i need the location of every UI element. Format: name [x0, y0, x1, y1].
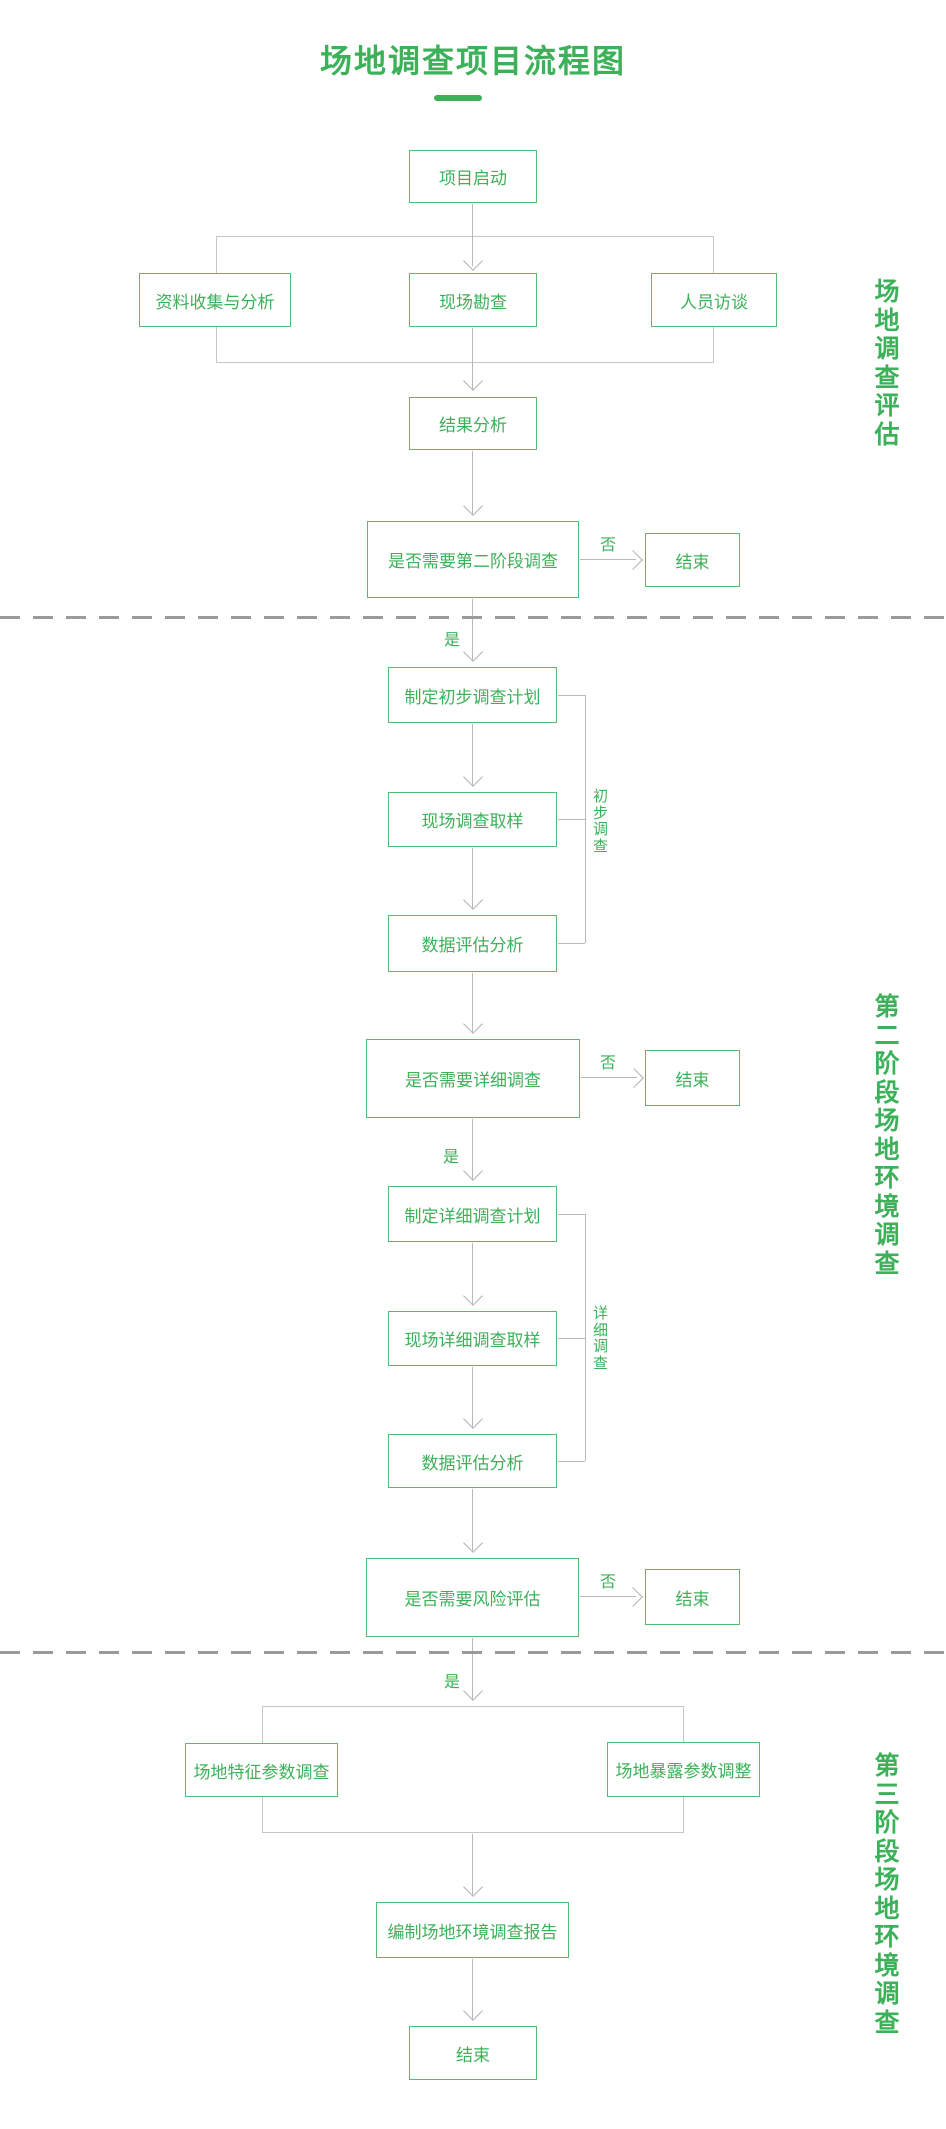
node-project-start: 项目启动	[409, 150, 537, 203]
title-underline	[434, 95, 482, 101]
connector-start-to-survey	[472, 204, 473, 266]
arrowhead-down-icon	[463, 1286, 483, 1306]
node-detailed-plan: 制定详细调查计划	[388, 1186, 557, 1242]
arrowhead-down-icon	[463, 1681, 483, 1701]
arrowhead-down-icon	[463, 1533, 483, 1553]
node-site-exposure-params: 场地暴露参数调整	[607, 1742, 760, 1797]
node-decision-need-detailed: 是否需要详细调查	[366, 1039, 580, 1118]
arrowhead-down-icon	[463, 2001, 483, 2021]
bracket-label-preliminary: 初步调查	[592, 788, 608, 855]
stage-label-phase2: 第二阶段场地环境调查	[874, 993, 900, 1278]
connector-eval2-to-decision3	[472, 1489, 473, 1551]
arrowhead-down-icon	[463, 496, 483, 516]
arrowhead-down-icon	[463, 767, 483, 787]
diagram-title: 场地调查项目流程图	[319, 43, 626, 79]
stage-label-phase3: 第三阶段场地环境调查	[874, 1752, 900, 2037]
arrowhead-right-icon	[624, 1068, 644, 1088]
arrowhead-down-icon	[463, 1161, 483, 1181]
edge-label-yes: 是	[444, 1674, 461, 1691]
connector-survey-to-result	[472, 328, 473, 390]
node-compile-report: 编制场地环境调查报告	[376, 1902, 569, 1958]
connector-decision1-no	[580, 559, 636, 560]
arrowhead-down-icon	[463, 642, 483, 662]
node-result-analysis: 结果分析	[409, 397, 537, 450]
node-data-collection: 资料收集与分析	[139, 273, 291, 327]
connector-sampling2-to-eval2	[472, 1367, 473, 1427]
node-preliminary-evaluation: 数据评估分析	[388, 915, 557, 972]
connector-plan1-to-sampling1	[472, 724, 473, 785]
phase-divider-1	[0, 616, 946, 619]
connector-decision2-no	[581, 1077, 637, 1078]
arrowhead-down-icon	[463, 890, 483, 910]
arrowhead-down-icon	[463, 1409, 483, 1429]
node-decision-need-phase2: 是否需要第二阶段调查	[367, 521, 579, 598]
arrowhead-down-icon	[463, 1877, 483, 1897]
node-end-1: 结束	[645, 533, 740, 587]
connector-decision3-no	[580, 1596, 636, 1597]
arrowhead-right-icon	[623, 550, 643, 570]
connector-decision3-yes	[472, 1638, 473, 1699]
bracket-tick	[558, 819, 585, 820]
connector-decision1-yes	[472, 599, 473, 660]
connector-result-to-decision1	[472, 451, 473, 514]
connector-plan2-to-sampling2	[472, 1243, 473, 1304]
edge-label-no: 否	[600, 1055, 617, 1072]
node-end-3: 结束	[645, 1569, 740, 1625]
node-site-characteristic-params: 场地特征参数调查	[185, 1743, 338, 1797]
edge-label-yes: 是	[444, 632, 461, 649]
bracket-detailed-line	[585, 1214, 586, 1461]
node-site-survey: 现场勘查	[409, 273, 537, 327]
node-decision-need-risk-assessment: 是否需要风险评估	[366, 1558, 579, 1637]
bracket-tick	[558, 943, 585, 944]
bracket-tick	[558, 695, 585, 696]
stage-label-site-investigation-evaluation: 场地调查评估	[874, 278, 900, 449]
connector-eval1-to-decision2	[472, 973, 473, 1032]
bracket-label-detailed: 详细调查	[592, 1305, 608, 1372]
node-preliminary-plan: 制定初步调查计划	[388, 667, 557, 723]
connector-sampling1-to-eval1	[472, 848, 473, 908]
node-preliminary-sampling: 现场调查取样	[388, 792, 557, 847]
connector-frame3-to-report	[472, 1834, 473, 1895]
edge-label-yes: 是	[443, 1149, 460, 1166]
node-detailed-evaluation: 数据评估分析	[388, 1434, 557, 1488]
node-interview: 人员访谈	[651, 273, 777, 327]
bracket-tick	[558, 1461, 585, 1462]
phase-divider-2	[0, 1651, 946, 1654]
node-end-2: 结束	[645, 1050, 740, 1106]
node-end-final: 结束	[409, 2026, 537, 2080]
bracket-tick	[558, 1214, 585, 1215]
edge-label-no: 否	[600, 1574, 617, 1591]
bracket-tick	[558, 1338, 585, 1339]
edge-label-no: 否	[600, 537, 617, 554]
arrowhead-down-icon	[463, 1014, 483, 1034]
connector-report-to-end	[472, 1959, 473, 2019]
arrowhead-down-icon	[463, 371, 483, 391]
node-detailed-sampling: 现场详细调查取样	[388, 1311, 557, 1366]
arrowhead-right-icon	[623, 1587, 643, 1607]
bracket-preliminary-line	[585, 695, 586, 943]
connector-decision2-yes	[472, 1119, 473, 1179]
